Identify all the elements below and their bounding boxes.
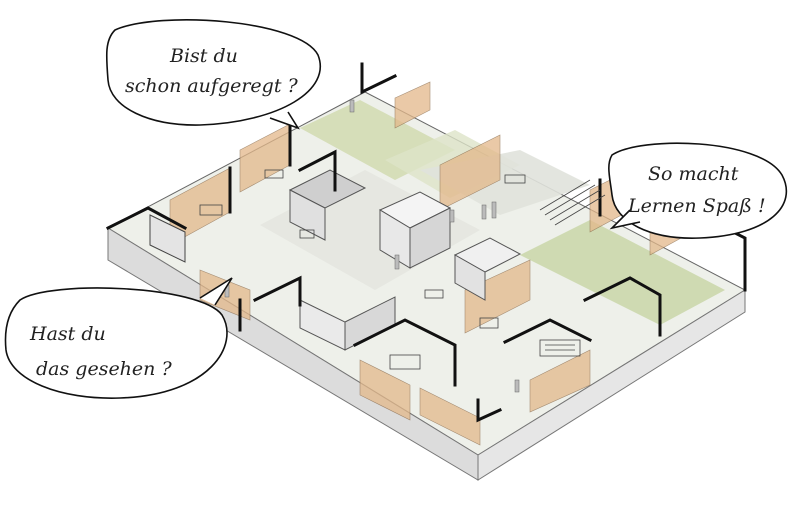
room-volumes <box>149 169 522 351</box>
speech-bubble-left-line-1: Hast du <box>29 323 106 345</box>
people-figures <box>224 99 520 393</box>
speech-bubble-left: Hast du das gesehen ? <box>4 277 233 399</box>
speech-bubble-top: Bist du schon aufgeregt ? <box>105 19 321 130</box>
speech-bubble-left-line-2: das gesehen ? <box>36 358 172 380</box>
furniture-sketch <box>199 169 606 370</box>
speech-bubble-top-line-2: schon aufgeregt ? <box>125 75 299 97</box>
speech-bubble-right-line-1: So macht <box>648 163 739 185</box>
speech-bubble-right-line-2: Lernen Spaß ! <box>627 195 766 217</box>
speech-bubble-right: So macht Lernen Spaß ! <box>608 142 788 239</box>
walls <box>105 62 747 423</box>
speech-bubble-top-line-1: Bist du <box>169 45 238 67</box>
